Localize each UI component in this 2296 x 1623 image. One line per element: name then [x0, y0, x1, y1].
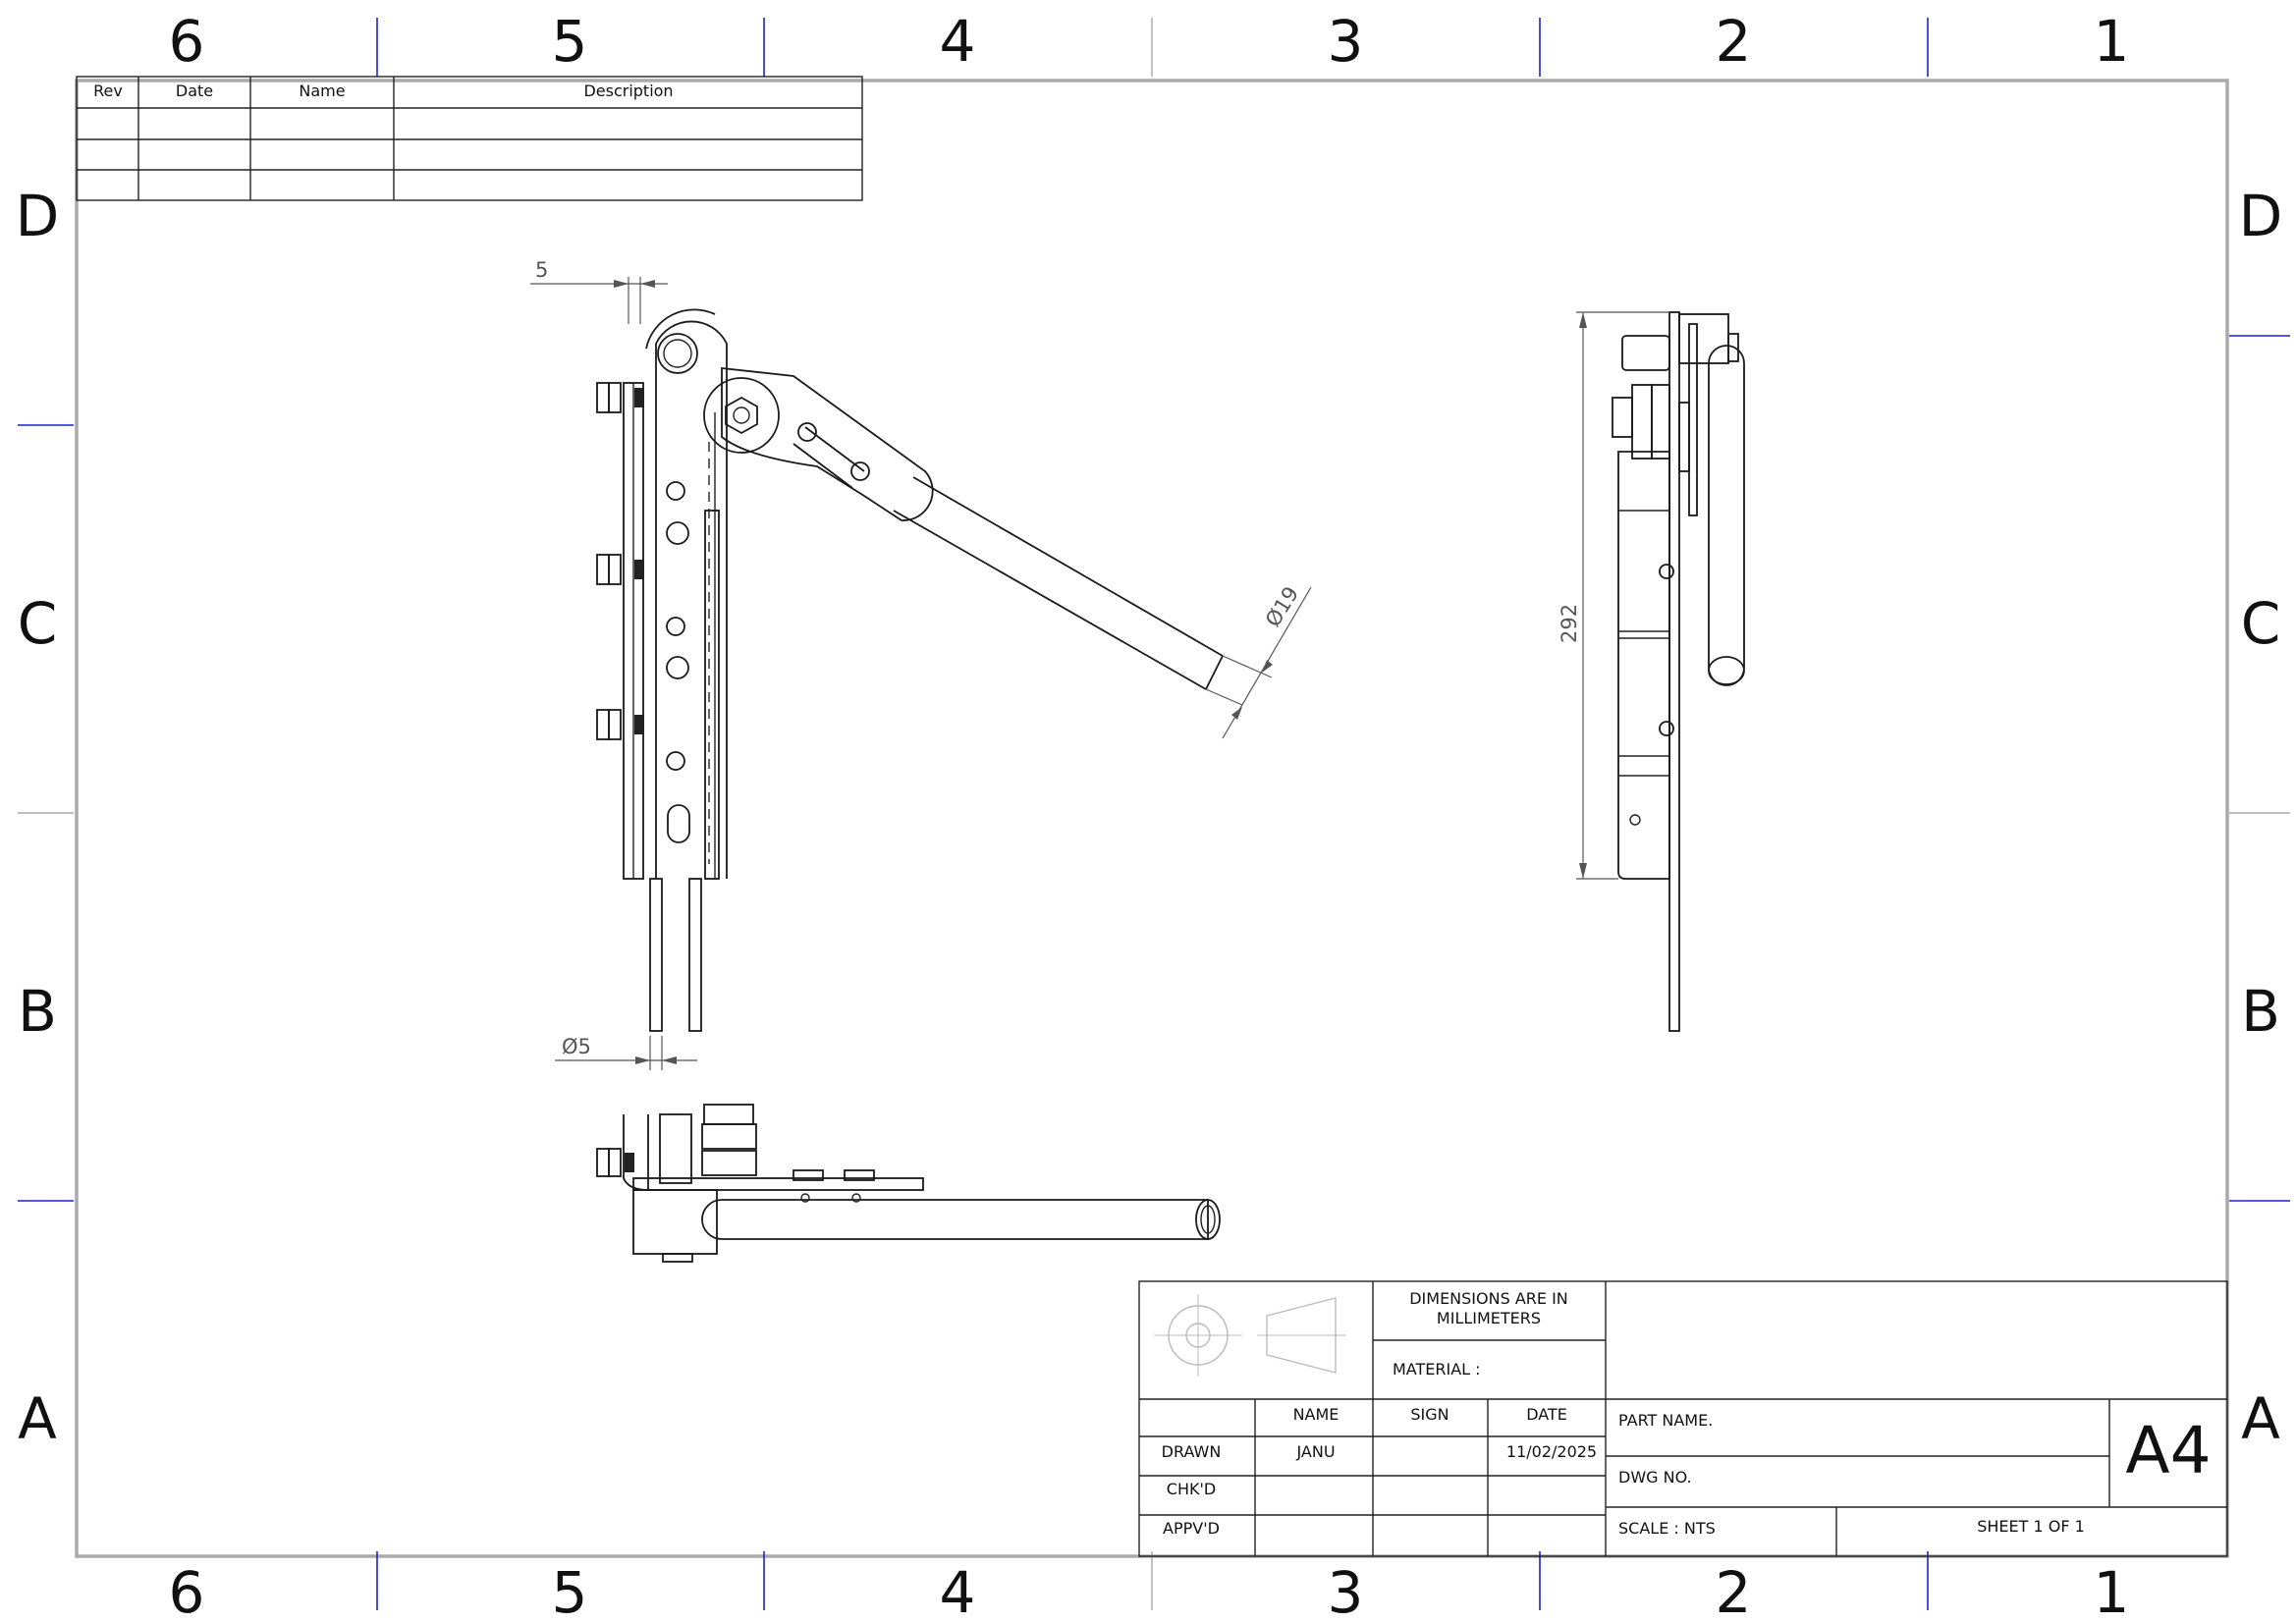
zone-col-label: 6 [169, 1559, 205, 1623]
zone-row-label: D [16, 183, 60, 249]
front-view [596, 308, 1224, 1032]
zone-col-label: 2 [1716, 8, 1752, 75]
part-name-label: PART NAME. [1618, 1411, 1713, 1430]
rev-header-description: Description [583, 81, 673, 100]
dim-pin-diameter-label: Ø5 [562, 1035, 591, 1058]
zone-row-label: A [18, 1385, 57, 1452]
zone-row-label: A [2241, 1385, 2280, 1452]
side-view [1612, 311, 1745, 1032]
zone-col-label: 3 [1328, 8, 1364, 75]
rev-header-rev: Rev [93, 81, 123, 100]
row-drawn-label: DRAWN [1162, 1442, 1222, 1461]
units-note-line1: DIMENSIONS ARE IN [1409, 1289, 1568, 1308]
title-block: DIMENSIONS ARE IN MILLIMETERS MATERIAL :… [1138, 1280, 2228, 1557]
dwg-no-label: DWG NO. [1618, 1468, 1692, 1487]
zone-col-label: 2 [1716, 1559, 1752, 1623]
zone-row-label: D [2239, 183, 2283, 249]
col-name-header: NAME [1293, 1405, 1339, 1424]
revision-table: Rev Date Name Description [76, 76, 863, 201]
row-approved-label: APPV'D [1163, 1519, 1220, 1538]
sheet-label: SHEET 1 OF 1 [1977, 1517, 2085, 1536]
zone-col-label: 4 [940, 8, 976, 75]
col-date-header: DATE [1526, 1405, 1567, 1424]
front-view-dimensions: 5 Ø5 Ø19 [530, 258, 1312, 1070]
zone-row-label: B [2241, 978, 2280, 1045]
zone-row-label: C [18, 590, 58, 657]
rev-header-date: Date [176, 81, 213, 100]
zone-row-label: C [2241, 590, 2281, 657]
rev-header-name: Name [299, 81, 345, 100]
col-sign-header: SIGN [1410, 1405, 1449, 1424]
zone-row-label: B [18, 978, 57, 1045]
units-note-line2: MILLIMETERS [1437, 1309, 1541, 1327]
projection-symbol-icon [1154, 1294, 1345, 1377]
drawn-name-value: JANU [1295, 1442, 1335, 1461]
zone-col-label: 3 [1328, 1559, 1364, 1623]
dim-rod-diameter-label: Ø19 [1261, 582, 1303, 630]
drawing-border [75, 79, 2229, 1558]
bolt-group [596, 382, 644, 740]
zone-col-label: 4 [940, 1559, 976, 1623]
row-checked-label: CHK'D [1167, 1480, 1216, 1498]
zone-labels: 6 5 4 3 2 1 6 5 4 3 2 1 D C B A D C B A [16, 8, 2283, 1623]
top-view [596, 1104, 1221, 1263]
zone-col-label: 5 [552, 8, 588, 75]
side-view-dimensions: 292 [1558, 311, 1669, 880]
scale-label: SCALE : NTS [1618, 1519, 1716, 1538]
zone-col-label: 1 [2094, 8, 2130, 75]
zone-col-label: 1 [2094, 1559, 2130, 1623]
zone-ticks [18, 18, 2290, 1610]
dim-offset-label: 5 [535, 258, 548, 282]
sheet-size-label: A4 [2125, 1413, 2211, 1488]
drawn-date-value: 11/02/2025 [1506, 1442, 1597, 1461]
zone-col-label: 6 [169, 8, 205, 75]
dim-height-label: 292 [1558, 604, 1581, 643]
material-label: MATERIAL : [1393, 1360, 1481, 1379]
zone-col-label: 5 [552, 1559, 588, 1623]
